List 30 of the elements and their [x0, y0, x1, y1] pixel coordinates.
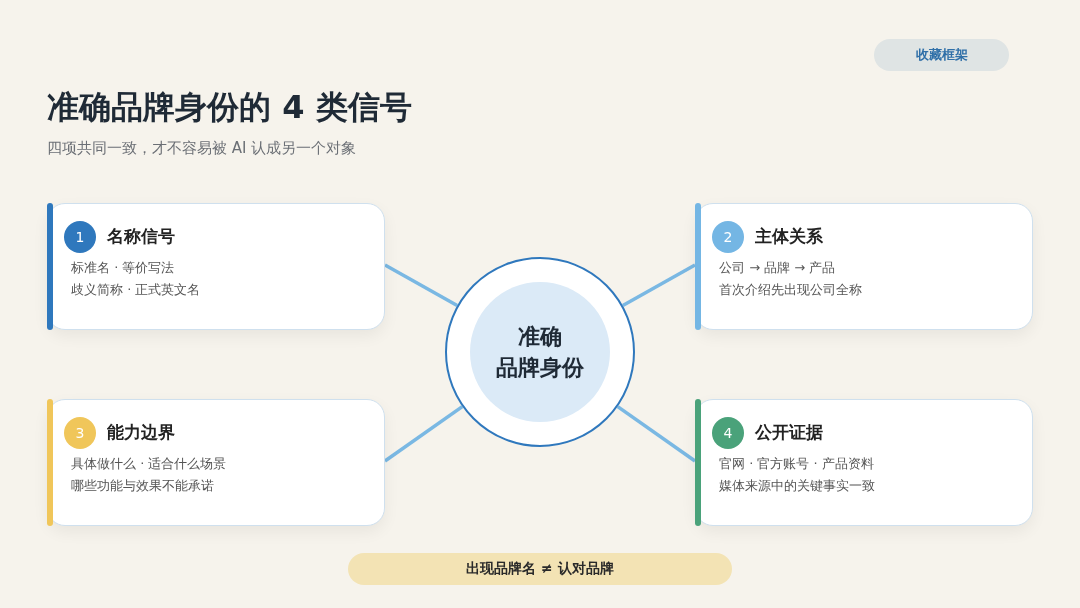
connector-line — [384, 263, 458, 308]
card-text: 公司 → 品牌 → 产品 — [719, 259, 836, 277]
card-title: 主体关系 — [755, 225, 823, 248]
center-label: 准确 — [518, 323, 562, 351]
title: 准确品牌身份的 4 类信号 — [47, 87, 412, 128]
number-badge: 2 — [712, 221, 744, 253]
card-text: 哪些功能与效果不能承诺 — [71, 477, 214, 495]
connector-line — [622, 263, 696, 308]
note-banner: 出现品牌名 ≠ 认对品牌 — [348, 553, 732, 585]
subtitle: 四项共同一致，才不容易被 AI 认成另一个对象 — [47, 139, 357, 158]
connector-line — [384, 405, 464, 463]
signal-card — [47, 203, 385, 330]
signal-card — [695, 399, 1033, 526]
card-title: 公开证据 — [755, 421, 823, 444]
number-badge: 1 — [64, 221, 96, 253]
card-text: 媒体来源中的关键事实一致 — [719, 477, 875, 495]
connector-line — [616, 405, 696, 463]
card-title: 名称信号 — [107, 225, 175, 248]
number-badge: 4 — [712, 417, 744, 449]
bookmark-button: 收藏框架 — [874, 39, 1009, 71]
card-text: 标准名 · 等价写法 — [71, 259, 175, 277]
signal-card — [695, 203, 1033, 330]
card-text: 歧义简称 · 正式英文名 — [71, 281, 201, 299]
signal-card — [47, 399, 385, 526]
number-badge: 3 — [64, 417, 96, 449]
card-text: 官网 · 官方账号 · 产品资料 — [719, 455, 874, 473]
card-title: 能力边界 — [107, 421, 175, 444]
card-text: 首次介绍先出现公司全称 — [719, 281, 862, 299]
card-text: 具体做什么 · 适合什么场景 — [71, 455, 227, 473]
center-label: 品牌身份 — [496, 354, 584, 382]
